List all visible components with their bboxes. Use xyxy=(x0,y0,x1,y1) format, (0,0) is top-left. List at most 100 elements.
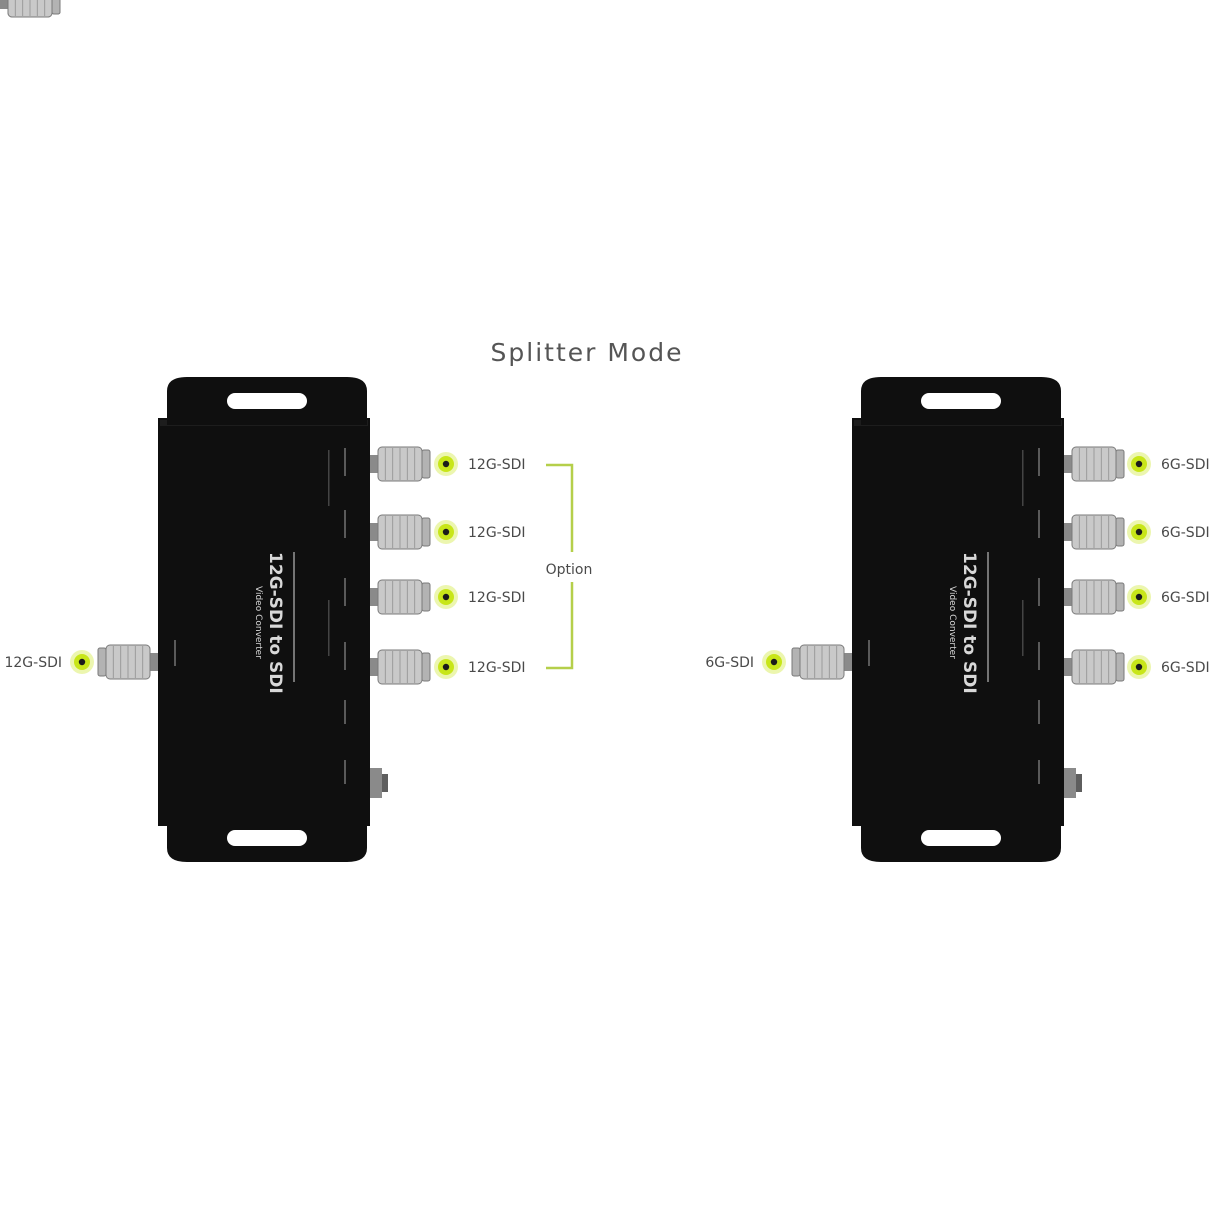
device-body xyxy=(852,418,1064,826)
input-bnc-connector xyxy=(791,644,852,680)
option-bracket: Option xyxy=(536,463,608,670)
bottom-mounting-tab xyxy=(167,814,367,862)
output-bnc-connector-4 xyxy=(370,649,431,685)
port-marking xyxy=(174,640,176,666)
input-indicator-dot xyxy=(762,650,786,674)
output-bnc-connector-2 xyxy=(1064,514,1125,550)
bnc-nut xyxy=(370,523,378,541)
dot-center xyxy=(442,528,450,536)
bnc-nut xyxy=(370,658,378,676)
input-label: 12G-SDI xyxy=(4,655,62,671)
port-marking xyxy=(1038,700,1040,724)
input-bnc-body xyxy=(791,644,852,680)
output-label: 6G-SDI xyxy=(1161,525,1210,541)
option-bracket-gap xyxy=(536,552,608,582)
output-bnc-connector-2 xyxy=(370,514,431,550)
bnc-nut xyxy=(370,455,378,473)
power-connector xyxy=(370,768,382,798)
dot-center xyxy=(1135,460,1143,468)
output-label: 12G-SDI xyxy=(468,525,526,541)
dot-center xyxy=(1135,528,1143,536)
bnc-tip xyxy=(1115,517,1125,547)
output-bnc-connector-3 xyxy=(370,579,431,615)
device-name-text: 12G-SDI to SDI xyxy=(265,552,285,694)
input-bnc-body xyxy=(97,644,158,680)
dot-center xyxy=(442,460,450,468)
mounting-slot xyxy=(921,830,1001,846)
top-mounting-tab xyxy=(861,377,1061,425)
output-bnc-connector-4 xyxy=(1064,649,1125,685)
bnc-nut xyxy=(1064,455,1072,473)
output-label: 6G-SDI xyxy=(1161,457,1210,473)
output-indicator-dot xyxy=(434,655,458,679)
port-marking xyxy=(344,760,346,784)
input-label: 6G-SDI xyxy=(705,655,754,671)
dot-center xyxy=(1135,593,1143,601)
bnc-nut xyxy=(1064,658,1072,676)
output-label: 6G-SDI xyxy=(1161,660,1210,676)
port-group-line xyxy=(1022,450,1024,506)
port-marking xyxy=(1038,578,1040,606)
port-marking xyxy=(344,642,346,670)
device-subtitle-text: Video Converter xyxy=(253,586,263,659)
output-label: 12G-SDI xyxy=(468,590,526,606)
port-marking xyxy=(344,578,346,606)
bnc-nut xyxy=(370,588,378,606)
output-indicator-dot xyxy=(434,520,458,544)
input-indicator-dot xyxy=(70,650,94,674)
device-subtitle-text: Video Converter xyxy=(947,586,957,659)
bnc-tip xyxy=(421,517,431,547)
power-connector-tip xyxy=(382,774,388,792)
output-indicator-dot xyxy=(1127,520,1151,544)
dot-center xyxy=(1135,663,1143,671)
device-body xyxy=(158,418,370,826)
port-group-line xyxy=(328,450,330,506)
bottom-mounting-tab xyxy=(861,814,1061,862)
power-connector xyxy=(1064,768,1076,798)
output-bnc-connector-1 xyxy=(1064,446,1125,482)
input-bnc-connector xyxy=(97,644,158,680)
dot-center xyxy=(442,663,450,671)
port-group-line xyxy=(1022,600,1024,656)
output-label: 12G-SDI xyxy=(468,660,526,676)
port-marking xyxy=(344,700,346,724)
dot-center xyxy=(78,658,86,666)
output-indicator-dot xyxy=(1127,585,1151,609)
bnc-tip xyxy=(1115,652,1125,682)
port-group-line xyxy=(328,600,330,656)
bnc-tip xyxy=(1115,449,1125,479)
port-marking xyxy=(868,640,870,666)
dot-center xyxy=(770,658,778,666)
mounting-slot xyxy=(227,393,307,409)
output-label: 12G-SDI xyxy=(468,457,526,473)
output-label: 6G-SDI xyxy=(1161,590,1210,606)
input-bnc-body xyxy=(0,0,61,18)
device-name-text: 12G-SDI to SDI xyxy=(959,552,979,694)
top-mounting-tab xyxy=(167,377,367,425)
port-marking xyxy=(1038,642,1040,670)
power-connector-tip xyxy=(1076,774,1082,792)
bnc-nut xyxy=(0,0,8,9)
output-indicator-dot xyxy=(434,585,458,609)
port-marking xyxy=(344,510,346,538)
bnc-nut xyxy=(1064,588,1072,606)
bnc-tip xyxy=(421,652,431,682)
bnc-tip xyxy=(421,449,431,479)
port-marking xyxy=(1038,510,1040,538)
bnc-nut xyxy=(1064,523,1072,541)
bnc-tip xyxy=(97,647,107,677)
mounting-slot xyxy=(921,393,1001,409)
port-marking xyxy=(1038,448,1040,476)
bnc-nut xyxy=(150,653,158,671)
bnc-tip xyxy=(791,647,801,677)
output-indicator-dot xyxy=(1127,655,1151,679)
bnc-nut xyxy=(844,653,852,671)
output-bnc-connector-1 xyxy=(370,446,431,482)
output-indicator-dot xyxy=(1127,452,1151,476)
